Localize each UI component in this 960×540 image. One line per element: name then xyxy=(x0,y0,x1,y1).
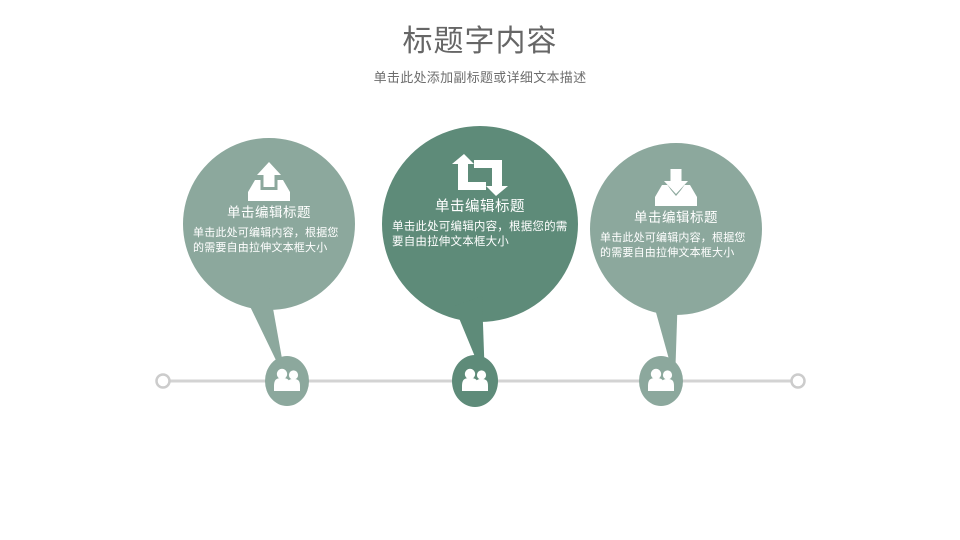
users-icon xyxy=(648,368,674,391)
page-subtitle: 单击此处添加副标题或详细文本描述 xyxy=(373,70,587,85)
timeline-endpoint-right xyxy=(790,373,806,389)
slide-header: 标题字内容 单击此处添加副标题或详细文本描述 xyxy=(0,22,960,88)
balloon-tail-3 xyxy=(652,291,678,381)
timeline-marker-3[interactable] xyxy=(639,356,683,406)
timeline-marker-1[interactable] xyxy=(265,356,309,406)
users-icon xyxy=(462,368,488,391)
page-title: 标题字内容 xyxy=(402,25,558,58)
timeline-marker-2[interactable] xyxy=(452,355,498,407)
timeline-endpoint-left xyxy=(155,373,171,389)
balloon-shape-1 xyxy=(182,138,355,381)
users-icon xyxy=(274,368,300,391)
balloon-shape-3 xyxy=(589,143,762,381)
balloon-tail-1 xyxy=(245,286,286,381)
